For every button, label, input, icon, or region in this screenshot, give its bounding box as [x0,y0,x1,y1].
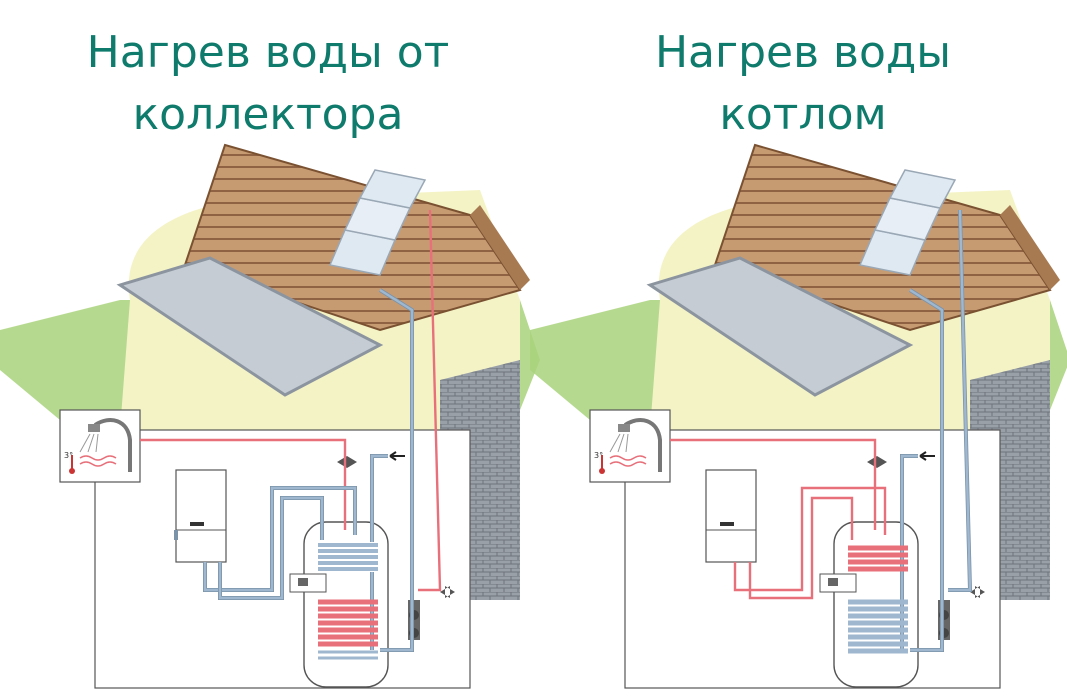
tank-bottom-coil [318,599,378,647]
hot-water-line [140,438,347,530]
title-boiler-heating: Нагрев воды котлом [553,22,1053,146]
tank-top-coil [316,542,378,572]
title-boiler-line1: Нагрев воды [654,27,952,78]
tank-bottom-coil [848,599,908,654]
boiler-hot-line [733,486,887,592]
shower-temp-label-right: 3° [594,451,603,460]
title-boiler-line2: котлом [719,89,887,140]
hot-water-line [670,438,877,530]
title-collector-line1: Нагрев воды от [86,27,450,78]
tank-top-coil [848,545,908,572]
title-collector-heating: Нагрев воды от коллектора [18,22,518,146]
panel-collector-heating [0,143,542,690]
panel-boiler-heating [528,143,1067,690]
title-collector-line2: коллектора [132,89,404,140]
shower-temp-label-left: 3° [64,451,73,460]
collector-hot-line [418,209,442,592]
